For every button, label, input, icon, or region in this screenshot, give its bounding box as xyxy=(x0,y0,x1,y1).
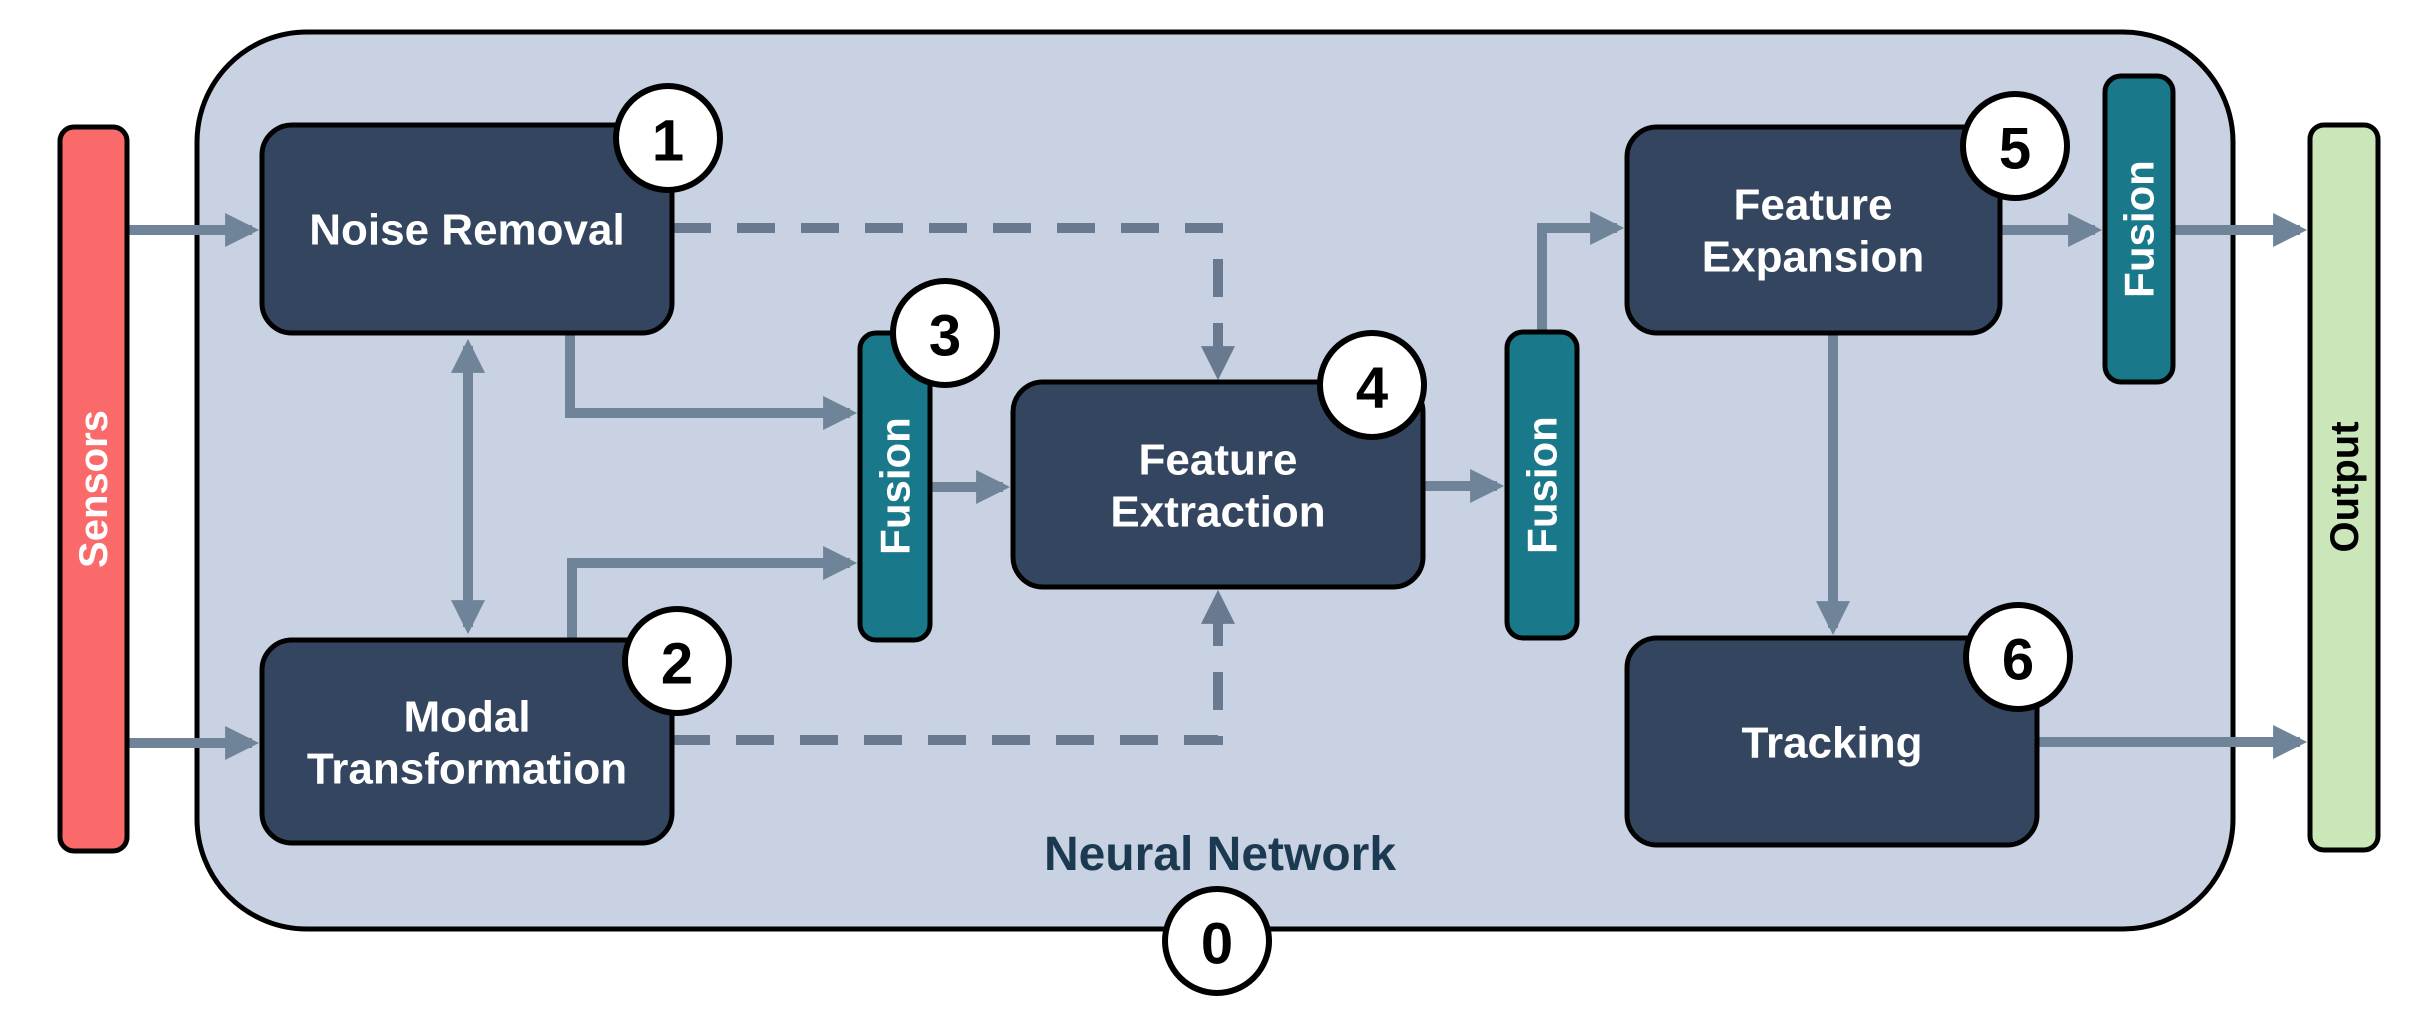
noise-removal-label: Noise Removal xyxy=(309,205,624,254)
badge-5-circle xyxy=(1960,91,2070,201)
badge-2-circle xyxy=(622,606,732,716)
modal-transformation-label-line2: Transformation xyxy=(307,744,627,793)
arrow-modal-transformation-to-fusion-a xyxy=(567,546,858,640)
node-noise-removal xyxy=(259,122,675,336)
badge-6-number: 6 xyxy=(2002,627,2034,692)
badge-5: 5 xyxy=(1960,91,2070,201)
arrow-noise-removal-to-fusion-a xyxy=(565,333,858,430)
badge-6-circle xyxy=(1963,602,2073,712)
badge-0-number: 0 xyxy=(1201,911,1233,976)
badge-4-circle xyxy=(1317,330,1427,440)
dashed-arrow-modal-transformation-to-feature-extraction xyxy=(672,589,1235,745)
badge-2-number: 2 xyxy=(661,631,693,696)
badge-5-number: 5 xyxy=(1999,116,2031,181)
arrow-fusion-b-to-feature-expansion xyxy=(1537,211,1625,332)
node-feature-expansion xyxy=(1624,124,2003,336)
node-fusion-b xyxy=(1504,329,1580,641)
neural-network-title: Neural Network xyxy=(1044,828,1396,881)
sensors-bar xyxy=(57,124,130,854)
fusion-c-label: Fusion xyxy=(2116,160,2163,298)
tracking-label: Tracking xyxy=(1742,718,1923,767)
feature-expansion-label-line2: Expansion xyxy=(1702,232,1925,281)
badge-2: 2 xyxy=(622,606,732,716)
node-fusion-c xyxy=(2102,73,2176,385)
dashed-arrow-noise-removal-to-feature-extraction xyxy=(673,223,1235,381)
modal-transformation-label-line1: Modal xyxy=(403,692,530,741)
fusion-b-label: Fusion xyxy=(1519,416,1566,554)
badge-1-number: 1 xyxy=(652,108,684,173)
output-label: Output xyxy=(2323,421,2367,552)
badge-0-circle xyxy=(1162,886,1272,996)
badge-0: 0 xyxy=(1162,886,1272,996)
badge-4: 4 xyxy=(1317,330,1427,440)
fusion-a-label: Fusion xyxy=(872,417,919,555)
node-feature-extraction xyxy=(1010,379,1426,590)
badge-4-number: 4 xyxy=(1356,355,1388,420)
badge-3: 3 xyxy=(890,278,1000,388)
badge-1: 1 xyxy=(613,83,723,193)
node-tracking xyxy=(1624,635,2040,848)
badge-3-number: 3 xyxy=(929,303,961,368)
sensors-label: Sensors xyxy=(72,410,116,568)
badge-6: 6 xyxy=(1963,602,2073,712)
output-bar xyxy=(2307,122,2381,853)
feature-expansion-label-line1: Feature xyxy=(1734,180,1893,229)
badge-1-circle xyxy=(613,83,723,193)
node-modal-transformation xyxy=(259,637,675,846)
feature-extraction-label-line1: Feature xyxy=(1139,435,1298,484)
feature-extraction-label-line2: Extraction xyxy=(1110,487,1325,536)
badge-3-circle xyxy=(890,278,1000,388)
